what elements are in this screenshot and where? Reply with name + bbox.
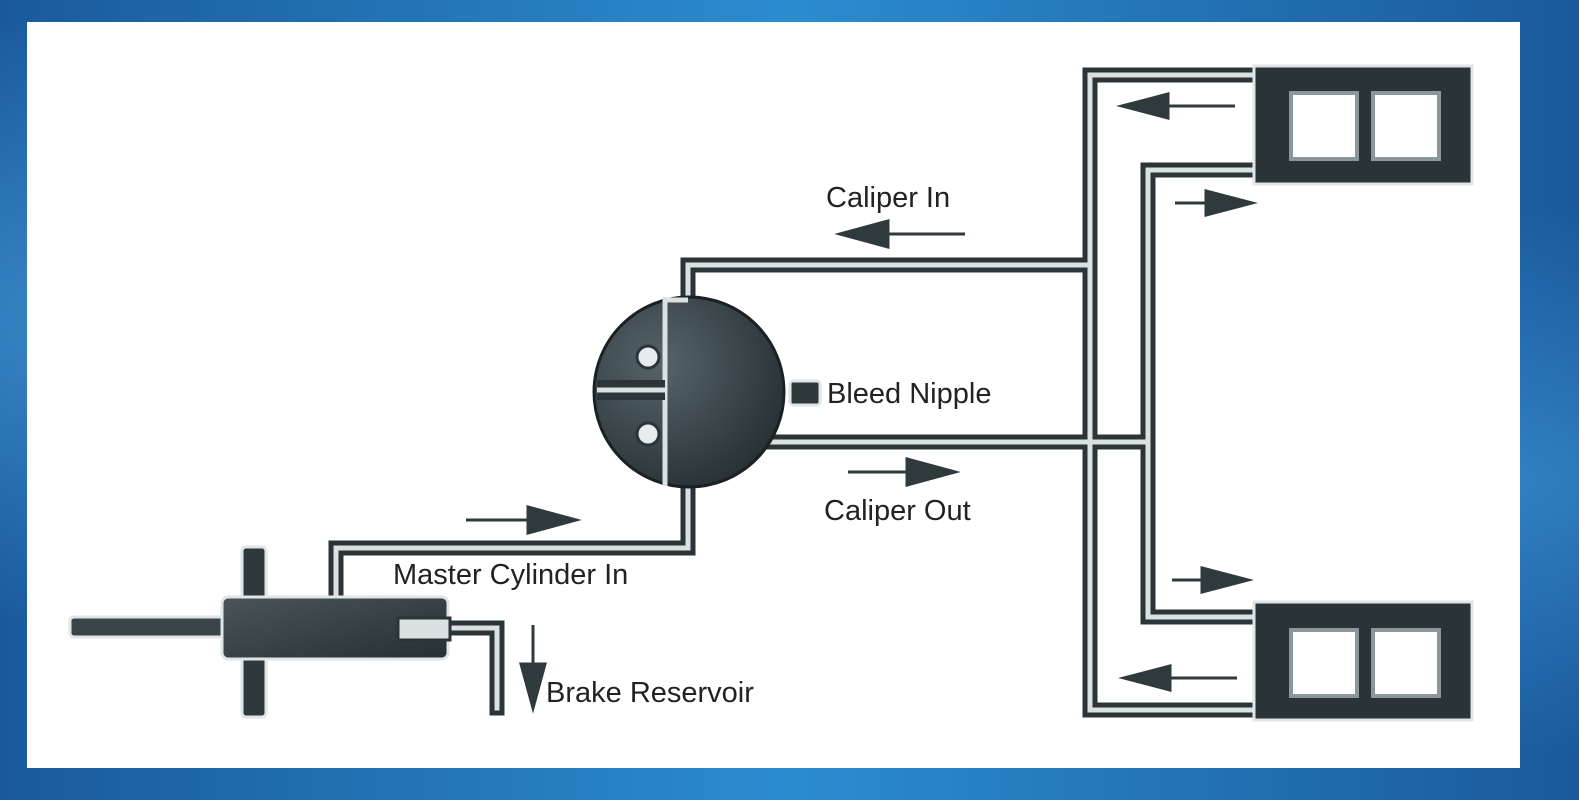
brake-reservoir-label: Brake Reservoir	[546, 677, 754, 709]
caliper-bottom	[1252, 600, 1474, 722]
arrow-right-icon	[1172, 566, 1254, 594]
bleed-nipple-label: Bleed Nipple	[827, 378, 991, 410]
arrow-left-icon	[1116, 92, 1235, 120]
caliper-top	[1252, 64, 1474, 186]
arrow-right-icon	[1175, 189, 1258, 217]
bleeder-valve	[592, 295, 786, 489]
arrow-right-icon	[848, 457, 961, 487]
master-cylinder-in-label: Master Cylinder In	[393, 559, 628, 591]
arrow-left-icon	[834, 219, 965, 249]
arrow-down-icon	[519, 625, 547, 714]
brake-lines	[328, 67, 1270, 718]
bleed-nipple-icon	[788, 379, 822, 407]
arrow-right-icon	[466, 505, 582, 535]
caliper-in-label: Caliper In	[826, 182, 950, 214]
caliper-out-label: Caliper Out	[824, 495, 971, 527]
arrow-left-icon	[1118, 664, 1237, 692]
master-cylinder	[68, 545, 452, 719]
